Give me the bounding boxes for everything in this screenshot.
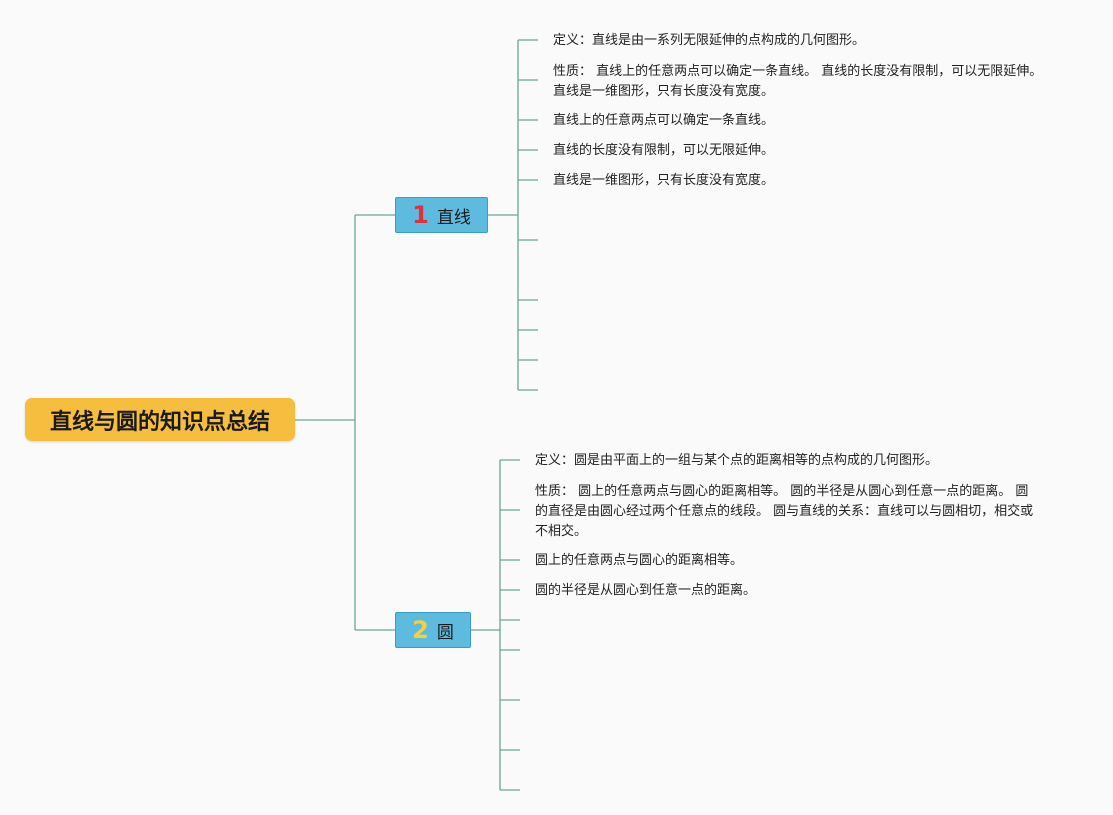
leaf-circle-property-2[interactable]: 圆的半径是从圆心到任意一点的距离。 [535,583,757,598]
leaf-line-property-3[interactable]: 直线是一维图形，只有长度没有宽度。 [553,173,775,188]
leaf-circle-definition[interactable]: 定义：圆是由平面上的一组与某个点的距离相等的点构成的几何图形。 [535,453,939,468]
branch-label: 圆 [436,622,454,643]
branch-number-badge: 2 [412,616,429,644]
leaf-circle-property-1[interactable]: 圆上的任意两点与圆心的距离相等。 [535,553,744,568]
leaf-line-properties[interactable]: 性质： 直线上的任意两点可以确定一条直线。 直线的长度没有限制，可以无限延伸。 … [553,64,1043,99]
leaf-circle-properties[interactable]: 性质： 圆上的任意两点与圆心的距离相等。 圆的半径是从圆心到任意一点的距离。 圆… [535,484,1034,539]
branch-node-line[interactable]: 1 直线 [395,197,488,233]
root-title: 直线与圆的知识点总结 [49,409,270,435]
leaf-line-property-2[interactable]: 直线的长度没有限制，可以无限延伸。 [553,143,775,158]
root-node[interactable]: 直线与圆的知识点总结 [25,398,295,441]
branch-node-circle[interactable]: 2 圆 [395,612,471,648]
branch-number-badge: 1 [412,201,429,229]
branch-label: 直线 [436,207,471,228]
leaf-line-definition[interactable]: 定义：直线是由一系列无限延伸的点构成的几何图形。 [553,33,866,48]
leaf-line-property-1[interactable]: 直线上的任意两点可以确定一条直线。 [553,113,775,128]
